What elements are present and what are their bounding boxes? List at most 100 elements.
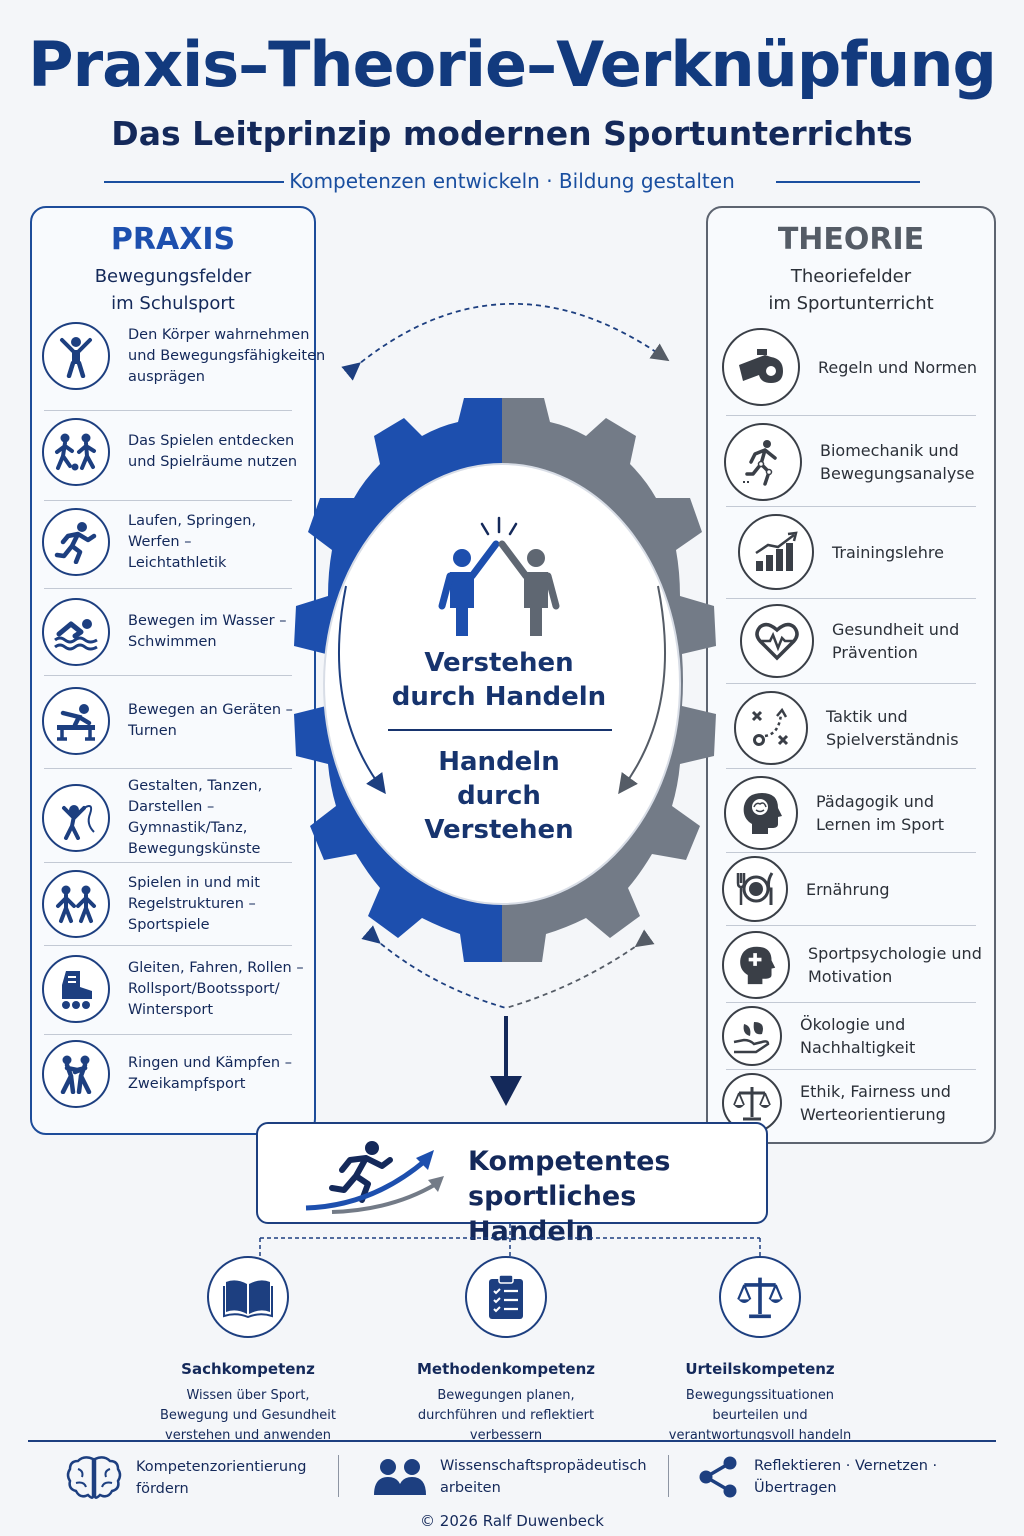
- scales-icon: [719, 1256, 801, 1338]
- footer-label: Kompetenzorientierung fördern: [136, 1459, 307, 1497]
- result-label-line1: Kompetentes: [468, 1146, 671, 1177]
- copyright: © 2026 Ralf Duwenbeck: [420, 1512, 604, 1530]
- competence-desc: Bewegungssituationen beurteilen und vera…: [668, 1388, 852, 1443]
- statement-understanding-through-action: Verstehen durch Handeln: [380, 646, 618, 714]
- divider: [726, 925, 976, 926]
- praxis-item-schwimmen: Bewegen im Wasser – Schwimmen: [42, 598, 286, 666]
- divider: [726, 852, 976, 853]
- footer-separator: [668, 1455, 669, 1497]
- divider: [44, 945, 292, 946]
- football-players-icon: [42, 418, 110, 486]
- gymnast-icon: [42, 687, 110, 755]
- result-label-line2: sportliches Handeln: [468, 1181, 637, 1247]
- competence-sach: Sachkompetenz Wissen über Sport, Bewegun…: [118, 1256, 378, 1446]
- divider: [44, 588, 292, 589]
- footer-label: Reflektieren · Vernetzen · Übertragen: [754, 1458, 938, 1496]
- page-subtitle: Das Leitprinzip modernen Sportunterricht…: [111, 114, 913, 153]
- high-five-icon: [438, 516, 560, 636]
- footer-label: Wissenschaftspropädeutisch arbeiten: [440, 1458, 647, 1496]
- cycle-arrow-bottom-right: [505, 929, 655, 1009]
- competence-title: Methodenkompetenz: [416, 1360, 595, 1378]
- theorie-item-label: Pädagogik und Lernen im Sport: [816, 792, 945, 834]
- theorie-item-psychologie: Sportpsychologie und Motivation: [722, 931, 982, 999]
- tactics-board-icon: [734, 691, 808, 765]
- praxis-subtitle-line1: Bewegungsfelder: [94, 266, 252, 287]
- statement-line: durch Handeln: [391, 682, 607, 712]
- runner-icon: [42, 508, 110, 576]
- praxis-item-label: Ringen und Kämpfen – Zweikampfsport: [128, 1055, 292, 1092]
- theorie-item-label: Sportpsychologie und Motivation: [808, 944, 982, 986]
- theorie-title: THEORIE: [777, 222, 925, 257]
- statement-line: Handeln: [438, 747, 560, 777]
- divider: [726, 598, 976, 599]
- praxis-item-tanz: Gestalten, Tanzen, Darstellen – Gymnasti…: [42, 776, 262, 860]
- competence-title: Sachkompetenz: [181, 1360, 315, 1378]
- arrow-down-icon: [490, 1076, 522, 1106]
- praxis-item-leichtathletik: Laufen, Springen, Werfen – Leichtathleti…: [42, 508, 256, 576]
- tagline-divider-right: [776, 181, 920, 183]
- footer-separator: [338, 1455, 339, 1497]
- theorie-item-paedagogik: Pädagogik und Lernen im Sport: [724, 776, 944, 850]
- theorie-item-label: Ethik, Fairness und Werteorientierung: [800, 1082, 951, 1124]
- person-arms-up-icon: [42, 322, 110, 390]
- theorie-item-ethik: Ethik, Fairness und Werteorientierung: [722, 1073, 951, 1133]
- divider: [44, 768, 292, 769]
- praxis-item-label: Gestalten, Tanzen, Darstellen – Gymnasti…: [128, 778, 263, 857]
- praxis-item-label: Den Körper wahrnehmen und Bewegungsfähig…: [128, 326, 326, 385]
- growth-chart-icon: [738, 514, 814, 590]
- footer-item-wissenschaft: Wissenschaftspropädeutisch arbeiten: [374, 1455, 647, 1499]
- statement-line: Verstehen: [424, 648, 574, 678]
- book-icon: [207, 1256, 289, 1338]
- cycle-arrow-bottom-left: [361, 925, 507, 1009]
- inner-arrow-left: [338, 585, 386, 795]
- footer-item-reflektieren: Reflektieren · Vernetzen · Übertragen: [696, 1455, 937, 1499]
- inline-skate-icon: [42, 955, 110, 1023]
- praxis-title: PRAXIS: [110, 222, 236, 257]
- divider: [726, 1002, 976, 1003]
- head-brain-icon: [724, 776, 798, 850]
- competence-methoden: Methodenkompetenz Bewegungen planen, dur…: [376, 1256, 636, 1446]
- divider: [44, 500, 292, 501]
- praxis-item-label: Gleiten, Fahren, Rollen – Rollsport/Boot…: [128, 959, 304, 1018]
- divider: [726, 506, 976, 507]
- brain-icon: [66, 1456, 122, 1499]
- swimmer-icon: [42, 598, 110, 666]
- head-plus-icon: [722, 931, 790, 999]
- theorie-item-label: Ökologie und Nachhaltigkeit: [800, 1015, 916, 1057]
- heart-pulse-icon: [740, 604, 814, 678]
- divider: [44, 410, 292, 411]
- tagline-divider-left: [104, 181, 284, 183]
- footer-divider: [28, 1440, 996, 1442]
- page-title: Praxis–Theorie–Verknüpfung: [28, 28, 997, 101]
- praxis-item-gleiten: Gleiten, Fahren, Rollen – Rollsport/Boot…: [42, 955, 304, 1023]
- praxis-item-label: Laufen, Springen, Werfen – Leichtathleti…: [128, 512, 257, 571]
- praxis-item-koerper: Den Körper wahrnehmen und Bewegungsfähig…: [42, 322, 325, 390]
- theorie-item-ernaehrung: Ernährung: [722, 856, 890, 922]
- share-network-icon: [699, 1456, 737, 1498]
- theorie-item-oekologie: Ökologie und Nachhaltigkeit: [722, 1006, 915, 1066]
- theorie-item-label: Biomechanik und Bewegungsanalyse: [820, 441, 975, 483]
- praxis-item-kaempfen: Ringen und Kämpfen – Zweikampfsport: [42, 1040, 292, 1108]
- footer-item-kompetenz: Kompetenzorientierung fördern: [66, 1455, 306, 1501]
- theorie-item-training: Trainingslehre: [738, 514, 944, 590]
- cycle-arrow-top: [341, 302, 670, 381]
- gear-diagram: [294, 302, 716, 1106]
- motion-skeleton-icon: [724, 423, 802, 501]
- theorie-subtitle-line2: im Sportunterricht: [768, 293, 934, 314]
- praxis-item-label: Bewegen im Wasser – Schwimmen: [128, 613, 287, 650]
- plate-cutlery-icon: [722, 856, 788, 922]
- praxis-item-label: Das Spielen entdecken und Spielräume nut…: [128, 433, 298, 470]
- theorie-item-label: Ernährung: [806, 879, 890, 899]
- competence-title: Urteilskompetenz: [685, 1360, 835, 1378]
- theorie-item-label: Regeln und Normen: [818, 357, 978, 377]
- theorie-item-taktik: Taktik und Spielverständnis: [734, 691, 959, 765]
- wrestlers-icon: [42, 1040, 110, 1108]
- runner-arrow-icon: [305, 1141, 444, 1214]
- theorie-item-gesundheit: Gesundheit und Prävention: [740, 604, 959, 678]
- dancer-ribbon-icon: [42, 784, 110, 852]
- praxis-item-turnen: Bewegen an Geräten – Turnen: [42, 687, 293, 755]
- competence-urteil: Urteilskompetenz Bewegungssituationen be…: [630, 1256, 890, 1446]
- theorie-item-label: Taktik und Spielverständnis: [826, 707, 959, 749]
- praxis-item-spielen: Das Spielen entdecken und Spielräume nut…: [42, 418, 297, 486]
- theorie-item-label: Trainingslehre: [832, 542, 944, 562]
